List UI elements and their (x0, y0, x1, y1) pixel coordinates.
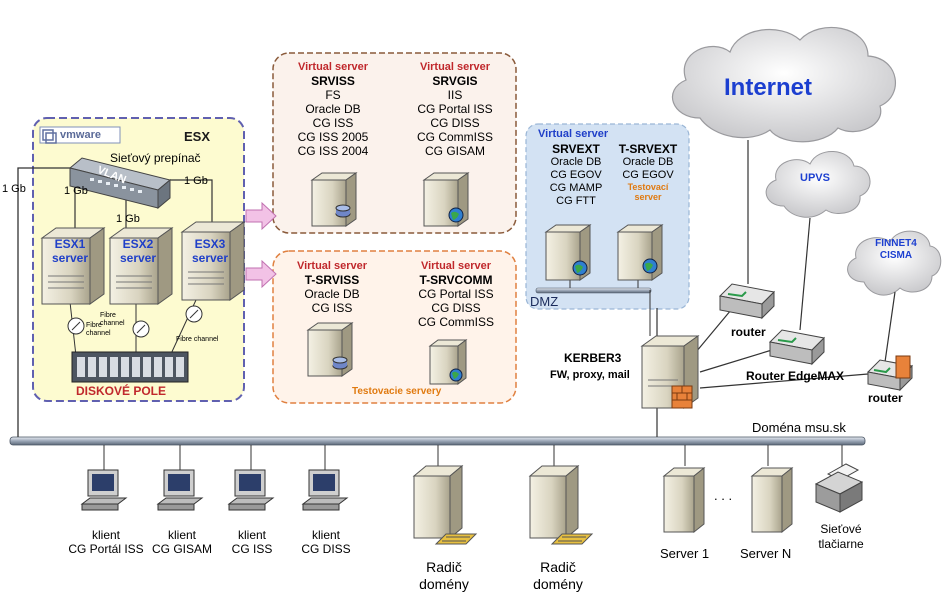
client-pc-1 (80, 469, 128, 511)
domain-controller-2 (528, 464, 594, 545)
esx-title: ESX (184, 129, 211, 144)
router-1-label: router (731, 325, 766, 339)
service-item: CG ISS 2005 (297, 130, 369, 144)
disk-array-label: DISKOVÉ POLE (76, 384, 167, 398)
service-item: CG Portal ISS (418, 287, 494, 301)
router-icon-1 (718, 283, 776, 320)
vmware-logo (39, 126, 121, 144)
esx1-link-label: 1 Gb (64, 185, 88, 197)
network-printer-icon (814, 463, 864, 513)
router-2-label: Router EdgeMAX (746, 369, 845, 383)
domain-label: Doména msu.sk (752, 420, 846, 435)
service-item: CG MAMP (549, 182, 603, 194)
fibre-label-1: Fibre channel (86, 322, 111, 337)
srviss-server-icon (310, 172, 358, 227)
left-link-label: 1 Gb (2, 183, 26, 195)
esx3-link-label: 1 Gb (184, 175, 208, 187)
esx2-server-icon (108, 227, 174, 305)
service-item: Oracle DB (550, 156, 602, 168)
t-srviss-server-icon (306, 322, 354, 377)
arrow-to-test (245, 259, 277, 289)
server-n-label: Server N (740, 546, 792, 561)
vlan-switch (68, 157, 172, 210)
upvs-label: UPVS (800, 172, 830, 184)
t-srvcomm-server-icon (428, 339, 468, 385)
esx2-link-label: 1 Gb (116, 213, 140, 225)
kerber-name: KERBER3 (564, 351, 622, 365)
test-servers-caption: Testovacie servery (352, 386, 442, 397)
t-srvext-server-icon (616, 224, 664, 281)
disk-array-icon (71, 351, 189, 383)
server-1-icon (662, 466, 706, 534)
client-pc-2 (156, 469, 204, 511)
arrow-to-virtual (245, 201, 277, 231)
service-item: CG GISAM (424, 144, 485, 158)
kerber-desc: FW, proxy, mail (550, 369, 630, 381)
internet-label: Internet (724, 74, 813, 101)
service-item: CG ISS (311, 301, 353, 315)
service-item: CG CommISS (417, 315, 494, 329)
client-pc-4 (301, 469, 349, 511)
upvs-cloud (765, 151, 871, 218)
service-item: CG EGOV (622, 169, 674, 181)
dmz-tag: Virtual server (538, 128, 609, 140)
fibre-label-3: Fibre channel (176, 336, 219, 343)
server-1-label: Server 1 (660, 546, 710, 561)
service-item: CG DISS (430, 116, 480, 130)
router-icon-3 (866, 355, 914, 392)
service-item: FS (325, 88, 341, 102)
service-item: IIS (447, 88, 463, 102)
service-item: Oracle DB (305, 102, 361, 116)
service-item: CG DISS (431, 301, 481, 315)
domain-controller-1 (412, 464, 478, 545)
internet-cloud (671, 26, 896, 143)
service-item: CG ISS 2004 (297, 144, 369, 158)
server-n-icon (750, 466, 794, 534)
kerber3-server-icon (640, 335, 700, 409)
service-item: CG CommISS (416, 130, 493, 144)
service-item: CG FTT (556, 195, 596, 207)
service-item: CG EGOV (550, 169, 602, 181)
switch-label: Sieťový prepínač (110, 151, 201, 165)
service-item: CG Portal ISS (417, 102, 493, 116)
service-item: Oracle DB (304, 287, 360, 301)
esx1-server-icon (40, 227, 106, 305)
esx3-server-icon (180, 221, 246, 301)
domain-bus (9, 436, 866, 446)
router-3-label: router (868, 391, 903, 405)
fibre-label-2: Fibre channel (100, 312, 125, 327)
srvgis-server-icon (422, 172, 470, 227)
srvext-server-icon (544, 224, 592, 281)
service-item: Oracle DB (622, 156, 674, 168)
server-dots: . . . (714, 488, 733, 503)
service-item: CG ISS (312, 116, 354, 130)
vmware-text: vmware (60, 129, 101, 141)
finnet-cloud (847, 230, 942, 296)
router-icon-2 (768, 329, 826, 366)
client-pc-3 (227, 469, 275, 511)
dmz-label: DMZ (530, 294, 559, 309)
